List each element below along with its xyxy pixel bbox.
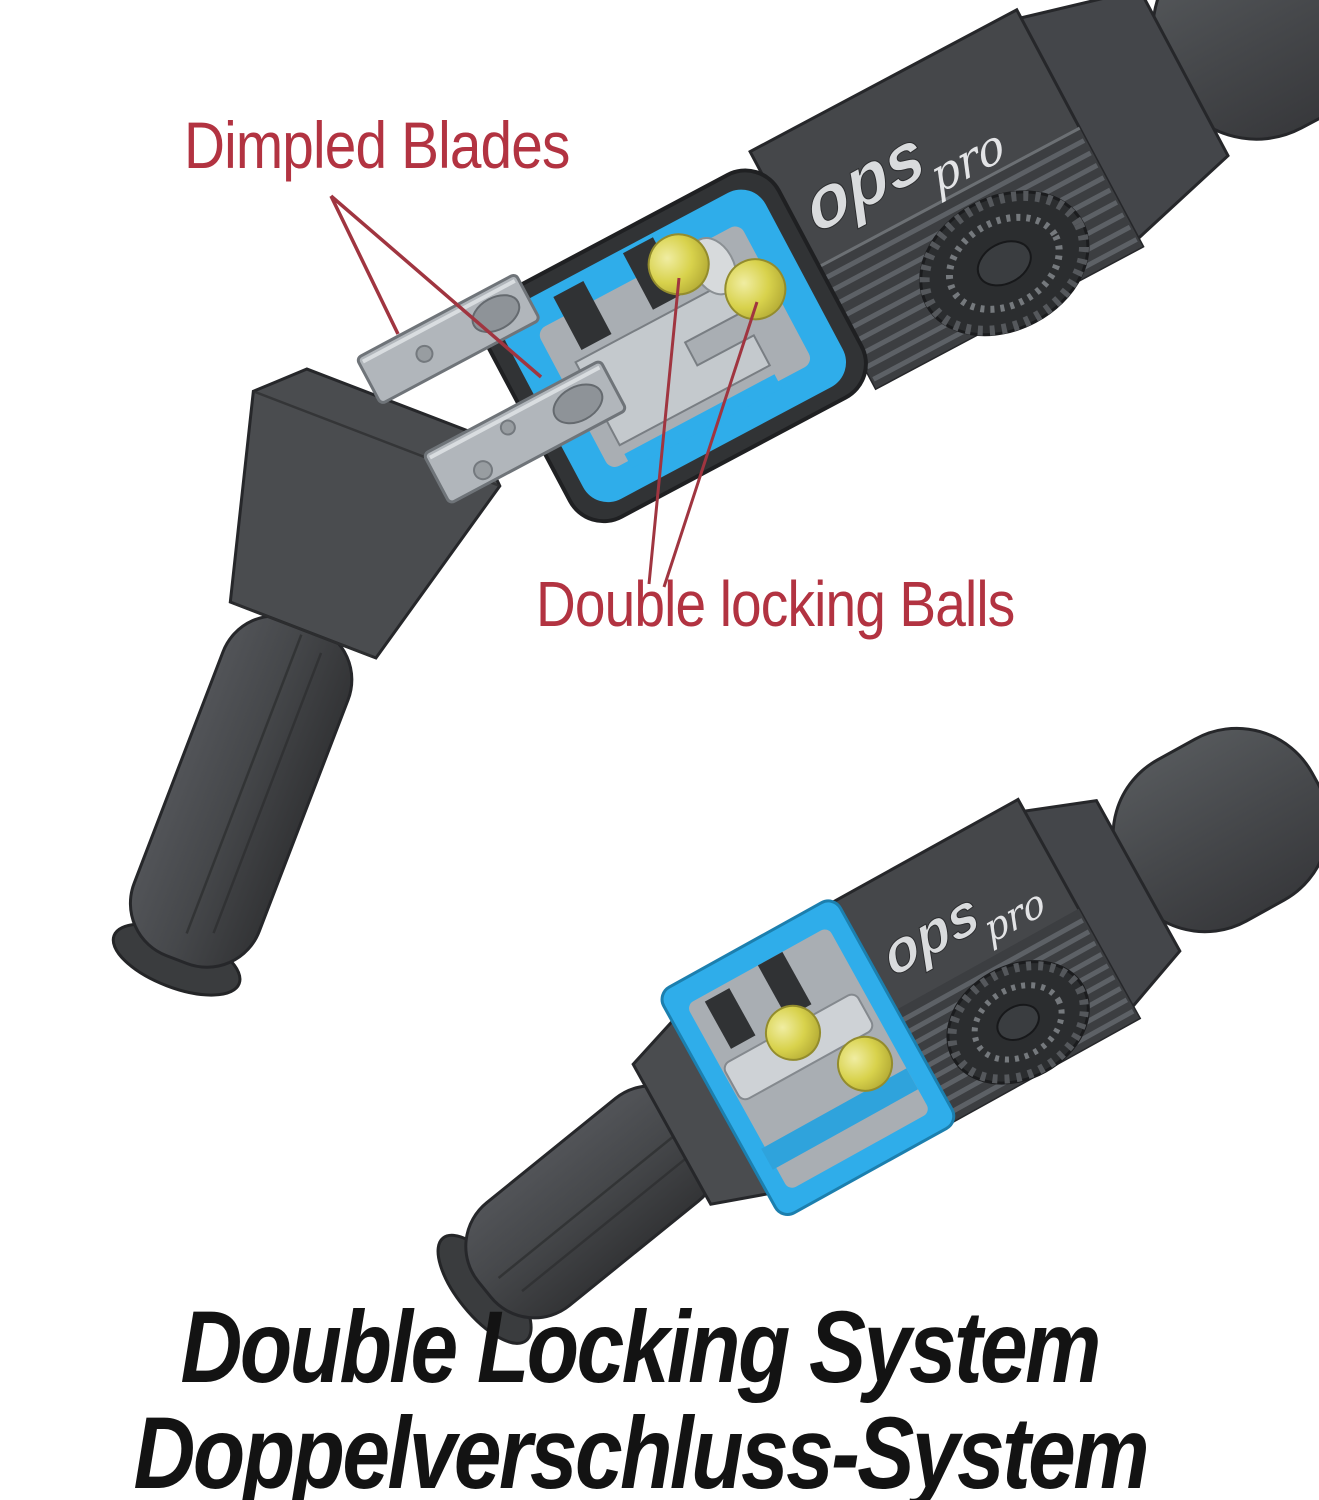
knurled-wheel-top [919,190,1090,337]
leader-lines-locking-balls [647,277,759,588]
caption-title-de-text: Doppelverschluss-System [133,1396,1149,1500]
knurled-wheel-bottom [946,960,1090,1085]
bottom-assembled-view: ops pro [436,726,1319,1345]
dimpled-blade [423,360,627,504]
plug-head-top [228,367,502,660]
contact-slot [757,951,812,1018]
dimpled-blade [356,273,540,404]
label-double-locking-balls-text: Double locking Balls [536,568,1015,640]
plug-sleeve-bottom-group [436,1084,721,1345]
label-dimpled-blades-text: Dimpled Blades [184,108,570,182]
body-edge-highlight-top [812,126,1081,272]
blade-dimple [415,344,434,363]
blade-dimple [473,460,494,481]
contact-slot [704,988,756,1049]
leader-lines-dimpled-blades [329,194,543,379]
plug-seams-bottom [497,1132,690,1293]
label-dimpled-blades: Dimpled Blades [184,112,632,178]
insert-blue-strip-bottom [761,1068,919,1170]
contact-slot [553,281,612,350]
blade-hole [552,383,604,425]
locking-ball [647,233,710,296]
label-double-locking-balls: Double locking Balls [536,572,1092,636]
top-exploded-view: ops pro [111,0,1319,997]
caption-title-en-text: Double Locking System [180,1290,1102,1404]
connector-housing-top: ops pro [481,0,1319,524]
locking-ball [724,258,787,321]
locking-ball [837,1035,894,1092]
caption-title-en: Double Locking System [0,1296,1280,1398]
blade-hole [471,294,521,333]
cutaway-window-bottom [660,899,956,1216]
locking-ball [764,1004,821,1061]
plug-seams-top [185,390,501,934]
plug-top [111,367,502,997]
caption-title-de: Doppelverschluss-System [0,1402,1280,1500]
blade-dimple [499,419,516,436]
plug-blades [356,273,627,504]
